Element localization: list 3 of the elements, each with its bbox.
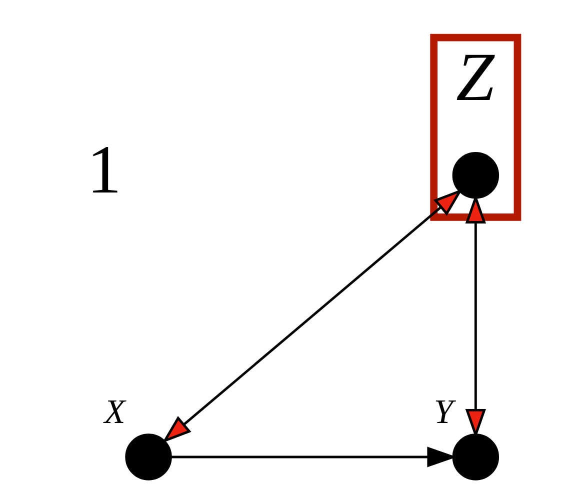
label: 1 xyxy=(87,131,122,208)
node-label: Y xyxy=(434,393,454,432)
node-label: X xyxy=(104,393,126,432)
